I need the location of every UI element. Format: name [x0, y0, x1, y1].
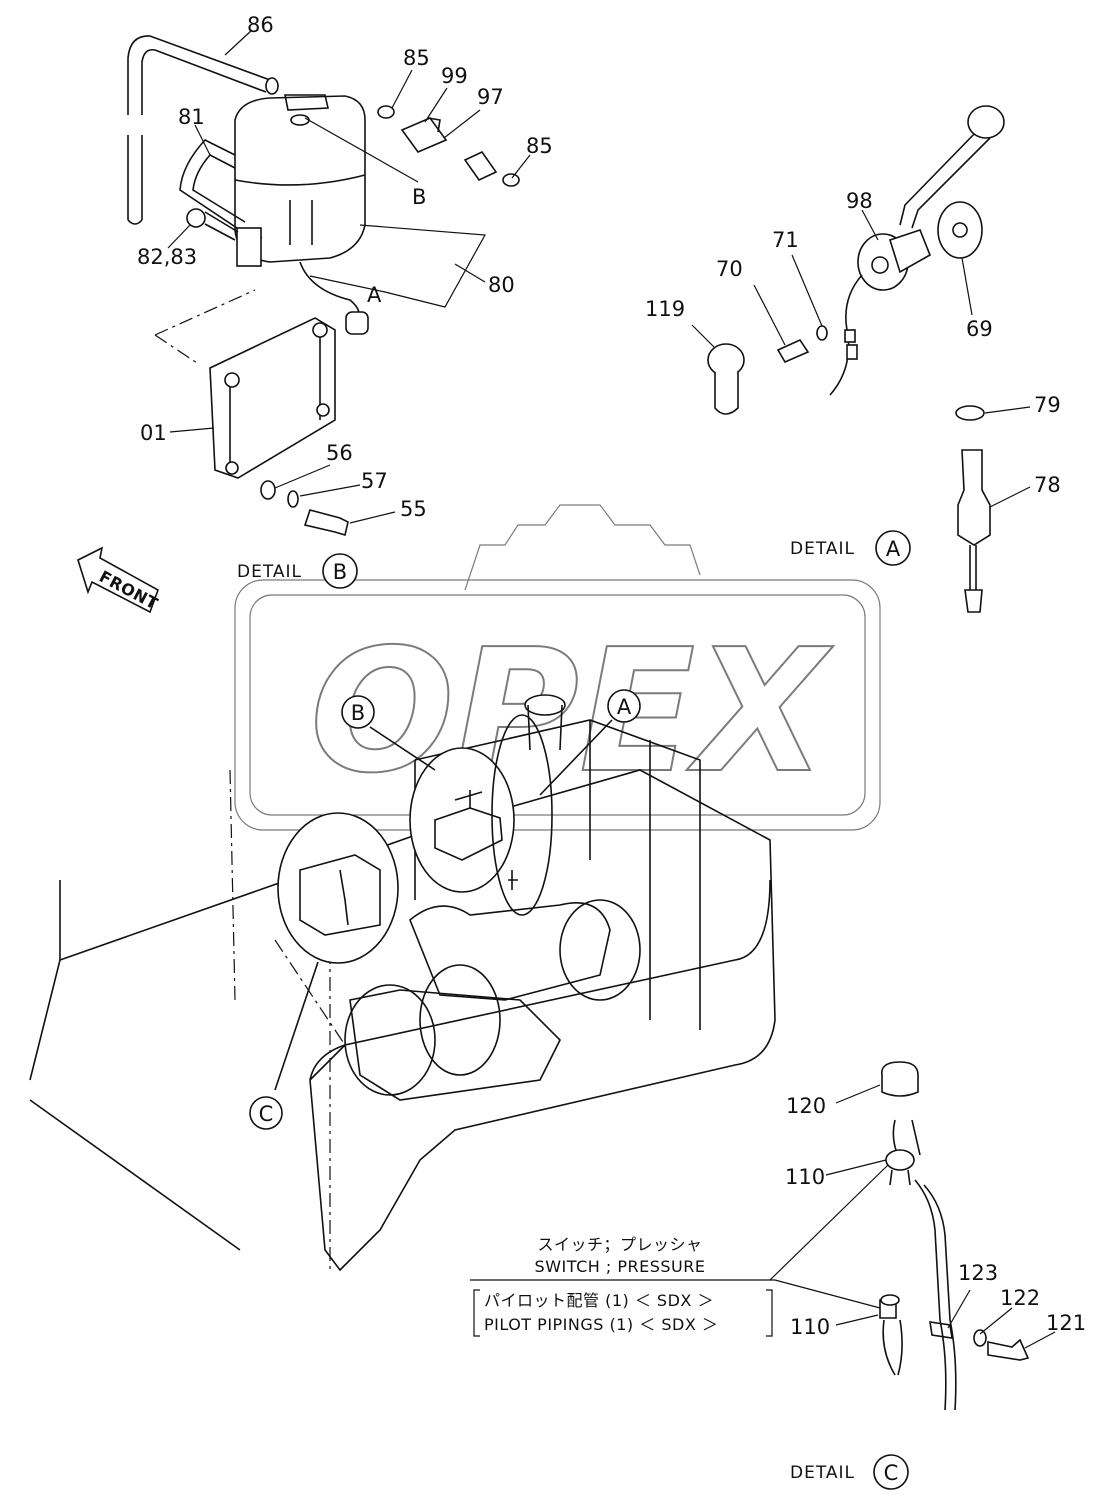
callout-c-letter: C	[259, 1102, 274, 1126]
detail-a-letter: A	[886, 537, 901, 561]
detail-b-assembly	[127, 29, 531, 537]
part-121: 121	[1046, 1311, 1086, 1335]
watermark-text: OPEX	[310, 613, 834, 811]
part-01: 01	[140, 421, 167, 445]
caption-block: スイッチ；プレッシャ SWITCH ; PRESSURE パイロット配管 (1)…	[470, 1235, 775, 1337]
part-number-labels: 86 85 99 97 85 81 82,83 B 80 A 01 56 57 …	[137, 13, 1086, 1339]
callout-b-letter: B	[351, 701, 365, 725]
part-80: 80	[488, 273, 515, 297]
detail-c-assembly	[769, 1061, 1056, 1411]
detail-circles	[274, 714, 613, 1091]
part-86: 86	[247, 13, 274, 37]
callout-a: A	[607, 689, 641, 723]
callout-b: B	[341, 695, 375, 729]
caption-en-title: SWITCH ; PRESSURE	[535, 1257, 706, 1276]
part-71: 71	[772, 228, 799, 252]
part-85-lower: 85	[526, 134, 553, 158]
callout-c: C	[249, 1096, 283, 1130]
part-a-marker: A	[367, 283, 382, 307]
detail-b-label: DETAIL B	[237, 553, 358, 589]
part-99: 99	[441, 64, 468, 88]
detail-c-label: DETAIL C	[790, 1454, 909, 1490]
detail-a-assembly	[691, 105, 1031, 613]
part-85-upper: 85	[403, 46, 430, 70]
part-70: 70	[716, 257, 743, 281]
part-98: 98	[846, 189, 873, 213]
watermark: OPEX	[234, 504, 881, 831]
detail-c-text: DETAIL	[790, 1463, 855, 1483]
part-81: 81	[178, 105, 205, 129]
detail-c-letter: C	[884, 1461, 899, 1485]
caption-en-sub: PILOT PIPINGS (1) ＜ SDX ＞	[484, 1315, 718, 1334]
part-119: 119	[645, 297, 685, 321]
part-79: 79	[1034, 393, 1061, 417]
part-55: 55	[400, 497, 427, 521]
part-123: 123	[958, 1261, 998, 1285]
detail-b-letter: B	[333, 560, 347, 584]
part-56: 56	[326, 441, 353, 465]
part-120: 120	[786, 1094, 826, 1118]
part-97: 97	[477, 85, 504, 109]
callout-a-letter: A	[617, 695, 632, 719]
caption-jp-title: スイッチ；プレッシャ	[537, 1235, 702, 1254]
caption-jp-sub: パイロット配管 (1) ＜ SDX ＞	[484, 1291, 714, 1310]
part-122: 122	[1000, 1286, 1040, 1310]
part-69: 69	[966, 317, 993, 341]
part-b-marker: B	[412, 185, 426, 209]
front-arrow: FRONT	[77, 546, 161, 613]
detail-a-label: DETAIL A	[790, 530, 911, 566]
detail-a-text: DETAIL	[790, 539, 855, 559]
detail-b-text: DETAIL	[237, 562, 302, 582]
part-78: 78	[1034, 473, 1061, 497]
part-110-lower: 110	[790, 1315, 830, 1339]
part-57: 57	[361, 469, 388, 493]
part-110-upper: 110	[785, 1165, 825, 1189]
part-82-83: 82,83	[137, 245, 197, 269]
